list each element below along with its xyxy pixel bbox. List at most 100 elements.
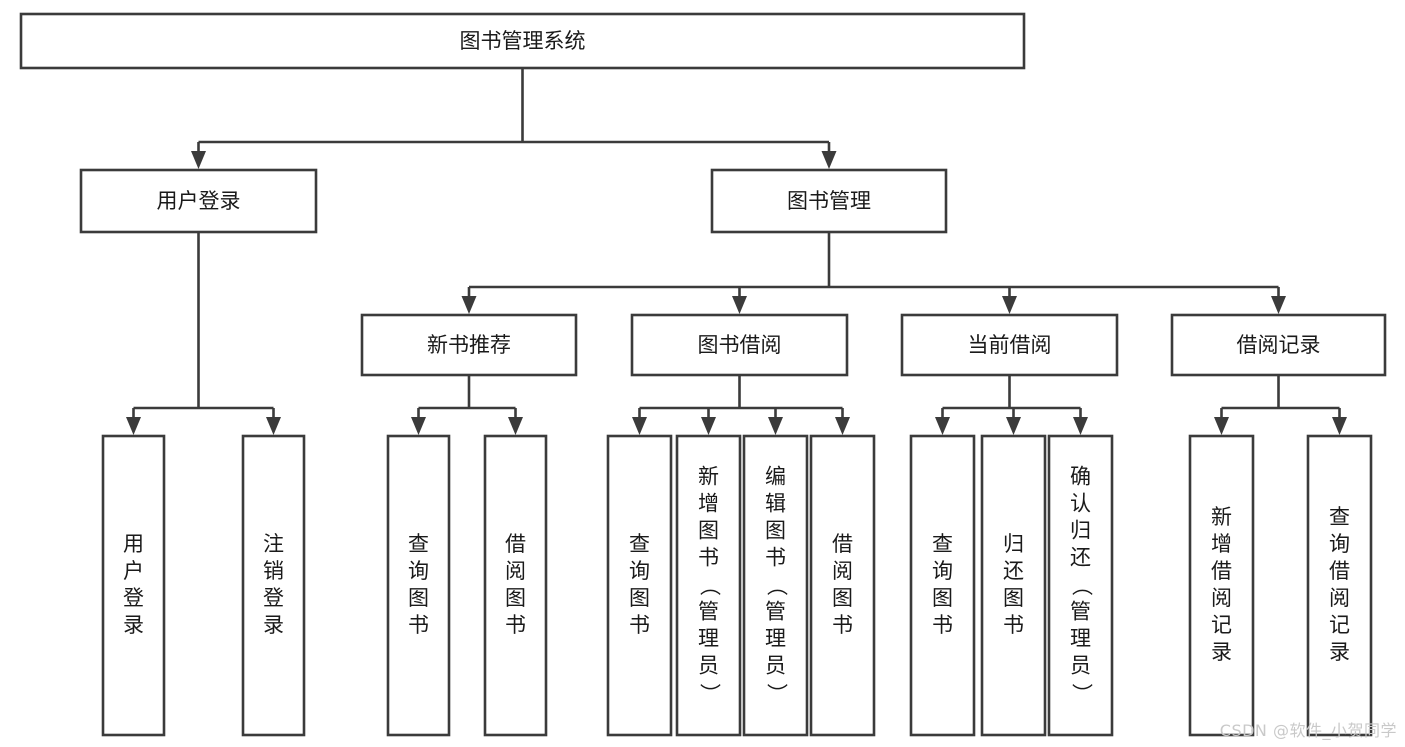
- svg-text:（: （: [765, 575, 789, 596]
- svg-text:管: 管: [698, 600, 719, 624]
- svg-text:借: 借: [1329, 559, 1350, 583]
- svg-text:询: 询: [408, 559, 429, 583]
- svg-text:查: 查: [1329, 505, 1350, 529]
- svg-text:）: ）: [765, 683, 789, 704]
- svg-text:归: 归: [1070, 519, 1091, 543]
- node-root-box: [19, 12, 1026, 70]
- svg-text:图: 图: [629, 586, 650, 610]
- node-new-book-rec[interactable]: 新书推荐: [360, 313, 578, 377]
- svg-text:图: 图: [932, 586, 953, 610]
- svg-text:阅: 阅: [1329, 586, 1350, 610]
- svg-text:新: 新: [1211, 505, 1232, 529]
- node-book-manage-label: 图书管理: [787, 189, 871, 213]
- svg-text:查: 查: [408, 532, 429, 556]
- svg-text:图: 图: [698, 519, 719, 543]
- node-leaf-query-borrow-record-box: [1306, 434, 1373, 737]
- svg-text:书: 书: [698, 546, 719, 570]
- node-new-book-rec-box: [360, 313, 578, 377]
- node-book-manage[interactable]: 图书管理: [710, 168, 948, 234]
- svg-text:借: 借: [1211, 559, 1232, 583]
- svg-text:图: 图: [765, 519, 786, 543]
- node-borrow-record[interactable]: 借阅记录: [1170, 313, 1387, 377]
- node-borrow-record-label: 借阅记录: [1237, 333, 1321, 357]
- svg-text:书: 书: [408, 613, 429, 637]
- svg-text:阅: 阅: [505, 559, 526, 583]
- svg-text:记: 记: [1211, 613, 1232, 637]
- svg-text:认: 认: [1070, 492, 1091, 516]
- svg-text:询: 询: [1329, 532, 1350, 556]
- svg-text:书: 书: [505, 613, 526, 637]
- node-leaf-borrow-books-box: [809, 434, 876, 737]
- svg-text:书: 书: [765, 546, 786, 570]
- svg-text:）: ）: [1070, 683, 1094, 704]
- svg-text:查: 查: [932, 532, 953, 556]
- node-new-book-rec-label: 新书推荐: [427, 333, 511, 357]
- svg-text:用: 用: [123, 532, 144, 556]
- svg-text:销: 销: [263, 559, 284, 583]
- svg-text:图: 图: [505, 586, 526, 610]
- svg-text:书: 书: [629, 613, 650, 637]
- svg-text:户: 户: [123, 559, 144, 583]
- svg-text:查: 查: [629, 532, 650, 556]
- svg-text:询: 询: [932, 559, 953, 583]
- svg-text:登: 登: [123, 586, 144, 610]
- svg-text:管: 管: [1070, 600, 1091, 624]
- node-book-manage-box: [710, 168, 948, 234]
- node-root[interactable]: 图书管理系统: [19, 12, 1026, 70]
- node-leaf-query-books-borrow-box: [606, 434, 673, 737]
- connector-layer: [126, 68, 1347, 435]
- svg-text:管: 管: [765, 600, 786, 624]
- svg-text:阅: 阅: [1211, 586, 1232, 610]
- svg-text:书: 书: [832, 613, 853, 637]
- svg-text:归: 归: [1003, 532, 1024, 556]
- node-leaf-confirm-return-admin-box: [1047, 434, 1114, 737]
- svg-text:员: 员: [698, 654, 719, 678]
- svg-text:询: 询: [629, 559, 650, 583]
- svg-text:辑: 辑: [765, 492, 786, 516]
- node-book-borrow[interactable]: 图书借阅: [630, 313, 849, 377]
- svg-text:员: 员: [1070, 654, 1091, 678]
- svg-text:借: 借: [832, 532, 853, 556]
- node-leaf-add-book-admin-box: [675, 434, 742, 737]
- node-leaf-add-borrow-record-box: [1188, 434, 1255, 737]
- svg-text:还: 还: [1070, 546, 1091, 570]
- svg-text:理: 理: [765, 627, 786, 651]
- node-user-login-box: [79, 168, 318, 234]
- svg-text:书: 书: [1003, 613, 1024, 637]
- node-root-label: 图书管理系统: [460, 29, 586, 53]
- node-user-login[interactable]: 用户登录: [79, 168, 318, 234]
- node-leaf-logout-box: [241, 434, 306, 737]
- svg-text:理: 理: [698, 627, 719, 651]
- svg-text:新: 新: [698, 465, 719, 489]
- node-current-borrow-label: 当前借阅: [968, 333, 1052, 357]
- node-leaf-user-login[interactable]: 用户登录: [101, 434, 166, 737]
- node-current-borrow[interactable]: 当前借阅: [900, 313, 1119, 377]
- svg-text:登: 登: [263, 586, 284, 610]
- svg-text:录: 录: [263, 613, 284, 637]
- svg-text:增: 增: [1211, 532, 1232, 556]
- svg-text:（: （: [1070, 575, 1094, 596]
